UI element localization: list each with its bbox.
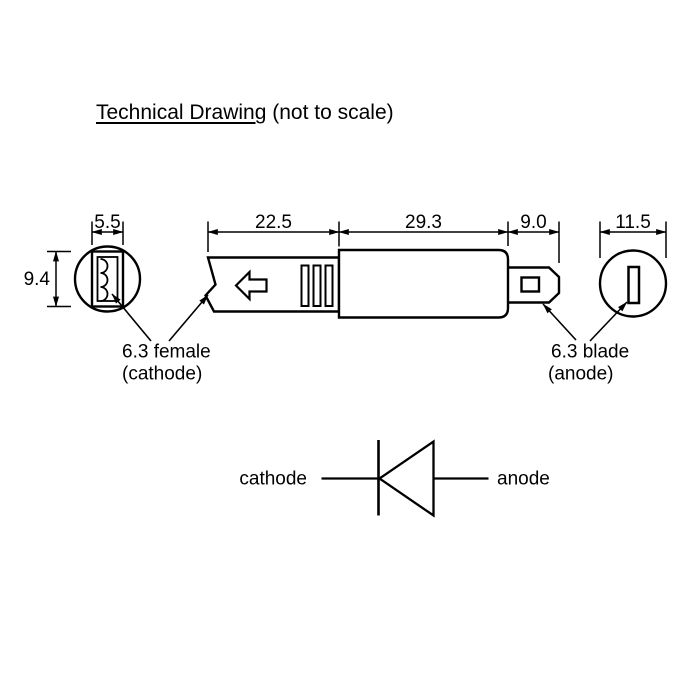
plug-side-view — [204, 248, 561, 319]
dimension-value: 11.5 — [615, 212, 651, 233]
anode-label: anode — [497, 469, 550, 490]
dimension-row: 22.5 29.3 9.0 — [207, 212, 560, 263]
blade-hole — [520, 276, 541, 293]
female-label: 6.3 female — [122, 342, 211, 363]
title-suffix: (not to scale) — [266, 101, 394, 124]
leader-line — [542, 303, 577, 341]
blade-end-view — [598, 249, 668, 318]
grip-ribs — [300, 264, 334, 307]
dimension-value: 5.5 — [94, 212, 120, 233]
female-inner-shell — [96, 256, 119, 302]
dimension-female-width: 5.5 — [91, 212, 124, 245]
leader-line — [168, 294, 209, 342]
female-callout: 6.3 female (cathode) — [111, 293, 211, 385]
rib — [324, 264, 334, 307]
extension-lines — [599, 221, 667, 258]
dimension-value-sleeve: 22.5 — [255, 212, 292, 233]
blade-label: 6.3 blade — [551, 342, 629, 363]
extension-lines — [47, 250, 71, 308]
dimension-value: 9.4 — [24, 269, 51, 290]
dimension-female-height: 9.4 — [24, 250, 71, 308]
female-sublabel: (cathode) — [122, 364, 202, 385]
dimension-value-body: 29.3 — [405, 212, 442, 233]
blade-sublabel: (anode) — [548, 364, 614, 385]
blade-slot — [627, 265, 641, 305]
left-arrow-icon — [234, 269, 268, 302]
connector-body — [337, 248, 510, 319]
cathode-label: cathode — [239, 469, 307, 490]
page-title: Technical Drawing (not to scale) — [96, 102, 394, 123]
title-underlined: Technical Drawing — [96, 101, 267, 124]
female-end-view — [73, 245, 142, 313]
diode-symbol: cathode anode — [239, 439, 550, 518]
diode-triangle — [377, 439, 435, 518]
blade-callout: 6.3 blade (anode) — [542, 301, 629, 385]
female-contact-springs — [100, 258, 109, 302]
dimension-plug-diameter: 11.5 — [599, 212, 667, 258]
leader-line — [111, 293, 152, 342]
rib — [312, 264, 322, 307]
dimension-value-blade: 9.0 — [520, 212, 546, 233]
leader-line — [589, 301, 628, 342]
rib — [300, 264, 310, 307]
